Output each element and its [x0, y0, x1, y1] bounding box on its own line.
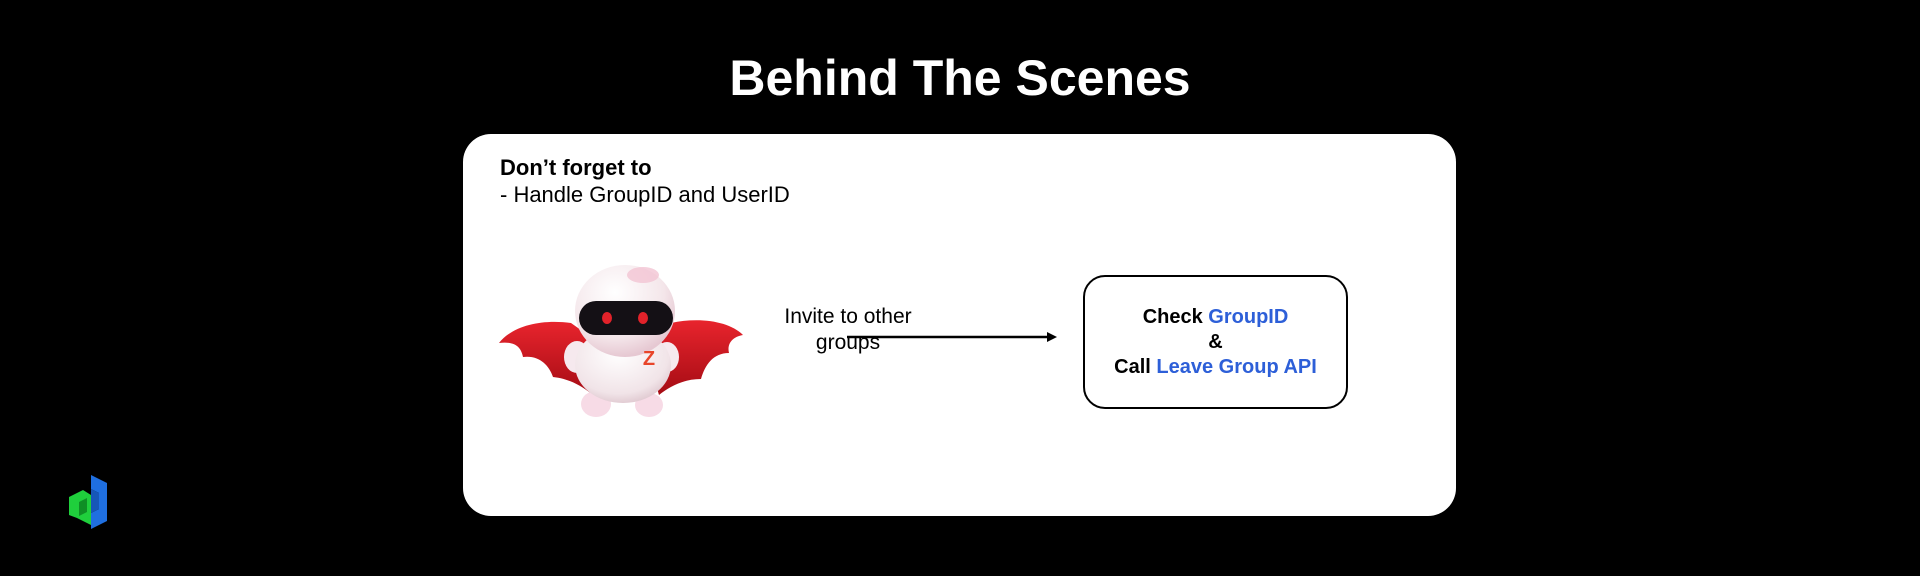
action-check-label: Check — [1142, 305, 1203, 328]
arrow-right-icon — [847, 332, 1057, 342]
action-call-label: Call — [1114, 355, 1151, 378]
action-box: Check GroupID & Call Leave Group API — [1083, 275, 1348, 409]
caped-robot-mascot-icon: Z — [499, 265, 743, 417]
cube-logo-icon — [69, 475, 107, 529]
action-check-target: GroupID — [1208, 305, 1289, 328]
action-line-and: & — [1208, 330, 1223, 353]
action-call-target: Leave Group API — [1156, 355, 1317, 378]
slide-title: Behind The Scenes — [729, 50, 1191, 106]
diagram-card: Don’t forget to - Handle GroupID and Use… — [463, 134, 1456, 516]
mascot-badge: Z — [643, 348, 655, 370]
reminder-note: Don’t forget to - Handle GroupID and Use… — [500, 154, 790, 208]
reminder-heading: Don’t forget to — [500, 155, 652, 180]
reminder-item: - Handle GroupID and UserID — [500, 182, 790, 207]
action-line-check: Check GroupID — [1143, 305, 1289, 330]
action-line-call: Call Leave Group API — [1114, 355, 1317, 380]
